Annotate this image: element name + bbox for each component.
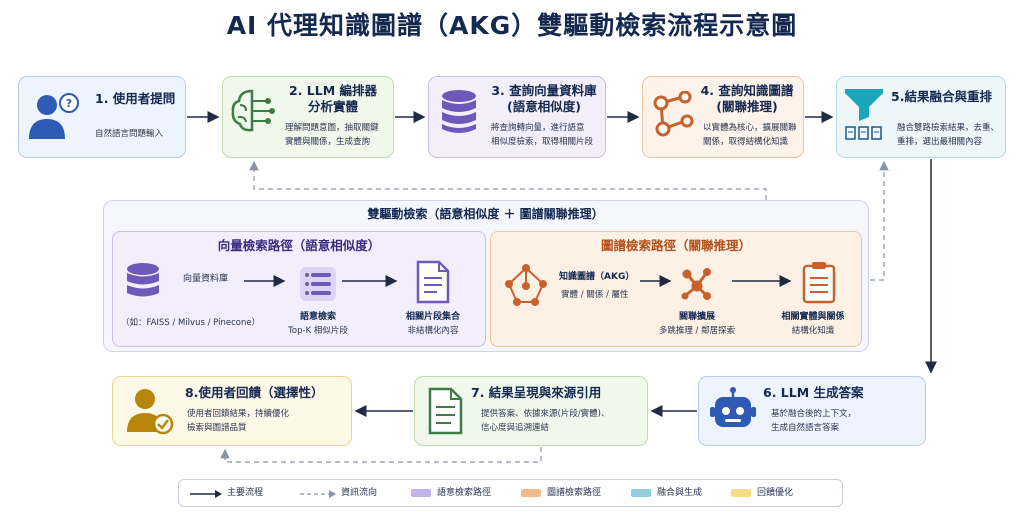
step3-title1: 3. 查詢向量資料庫 — [491, 83, 597, 98]
legend-purple-swatch — [411, 489, 431, 497]
legend-feedback: 回饋優化 — [757, 488, 794, 498]
graph-kg-desc: 實體 / 關係 / 屬性 — [561, 290, 629, 300]
vector-search-desc: Top-K 相似片段 — [288, 326, 348, 336]
graph-expand-desc: 多跳推理 / 鄰居探索 — [658, 326, 736, 336]
step2-title1: 2. LLM 編排器 — [288, 83, 378, 98]
step4-card: 4. 查詢知識圖譜 (關聯推理) 以實體為核心，擴展關聯 關係，取得結構化知識 — [642, 76, 804, 158]
vector-path-title: 向量檢索路徑（語意相似度） — [217, 238, 381, 253]
step4-title1: 4. 查詢知識圖譜 — [700, 83, 794, 98]
graph-path-panel: 圖譜檢索路徑（關聯推理） 知識圖譜（AKG） 實體 / 關係 / 屬性 關聯擴展… — [490, 231, 862, 347]
legend-orange-swatch — [521, 489, 541, 497]
graph-rel-desc: 結構化知識 — [791, 326, 835, 336]
step7-title: 7. 結果呈現與來源引用 — [471, 385, 602, 400]
document-icon — [428, 387, 463, 435]
step1-title: 1. 使用者提問 — [95, 91, 176, 106]
vector-db-label: 向量資料庫 — [183, 274, 229, 284]
database-icon — [127, 263, 159, 297]
graph-nodes-icon — [681, 268, 711, 300]
clipboard-icon — [802, 262, 836, 304]
step6-title: 6. LLM 生成答案 — [763, 385, 864, 400]
svg-text:?: ? — [66, 97, 72, 110]
database-icon — [442, 90, 476, 133]
vector-frag-desc: 非結構化內容 — [407, 326, 459, 336]
step3-card: 3. 查詢向量資料庫 (語意相似度) 將查詢轉向量，進行語意 相似度檢索，取得相… — [428, 76, 606, 158]
step5-card: 5.結果融合與重排 融合雙路檢索結果，去重、 重排，選出最相關內容 — [836, 76, 1006, 158]
step8-card: 8.使用者回饋（選擇性） 使用者回饋結果，持續優化 檢索與圖譜品質 — [112, 376, 352, 446]
step6-card: 6. LLM 生成答案 基於融合後的上下文， 生成自然語言答案 — [698, 376, 926, 446]
vector-search-title: 語意檢索 — [299, 312, 336, 322]
list-icon — [300, 267, 336, 301]
dual-retrieval-panel: 雙驅動檢索（語意相似度 ＋ 圖譜關聯推理） 向量檢索路徑（語意相似度） 向量資料… — [103, 200, 869, 352]
step5-title: 5.結果融合與重排 — [891, 89, 992, 104]
graph-expand-title: 關聯擴展 — [678, 312, 715, 322]
dashed-to-step2 — [249, 160, 767, 200]
step2-desc2: 實體與關係，生成查詢 — [285, 137, 371, 147]
step3-title2: (語意相似度) — [507, 99, 581, 114]
step6-desc2: 生成自然語言答案 — [771, 423, 840, 433]
step5-desc1: 融合雙路檢索結果，去重、 — [897, 123, 1000, 133]
step7-desc2: 信心度與追溯連結 — [481, 423, 550, 433]
step2-title2: 分析實體 — [307, 99, 358, 114]
vector-db-note: （如：FAISS / Milvus / Pinecone） — [121, 318, 261, 328]
step5-desc2: 重排，選出最相關內容 — [897, 137, 983, 147]
legend-yellow-swatch — [731, 489, 751, 497]
graph-path-title: 圖譜檢索路徑（關聯推理） — [600, 238, 751, 253]
graph-rel-title: 相關實體與關係 — [781, 312, 845, 322]
step8-desc2: 檢索與圖譜品質 — [187, 423, 247, 433]
step3-desc2: 相似度檢索，取得相關片段 — [491, 137, 594, 147]
legend: 主要流程 資訊流向 語意檢索路徑 圖譜檢索路徑 融合與生成 回饋優化 — [178, 479, 843, 507]
vector-frag-title: 相關片段集合 — [405, 312, 460, 322]
step6-desc1: 基於融合後的上下文， — [771, 409, 857, 419]
vector-path-panel: 向量檢索路徑（語意相似度） 向量資料庫 （如：FAISS / Milvus / … — [112, 231, 486, 347]
legend-solid-arrow — [190, 490, 222, 498]
step2-desc1: 理解問題意圖，抽取關鍵 — [285, 123, 379, 133]
user-check-icon — [127, 389, 174, 435]
legend-fusion: 融合與生成 — [657, 488, 703, 498]
document-icon — [416, 260, 450, 304]
robot-icon — [710, 387, 756, 427]
step2-card: 2. LLM 編排器 分析實體 理解問題意圖，抽取關鍵 實體與關係，生成查詢 — [222, 76, 394, 158]
graph-kg-title: 知識圖譜（AKG） — [559, 272, 635, 282]
user-question-icon: ? — [29, 93, 79, 139]
legend-data-flow: 資訊流向 — [341, 488, 378, 498]
step4-desc1: 以實體為核心，擴展關聯 — [703, 123, 797, 133]
step1-desc: 自然語言問題輸入 — [95, 129, 164, 139]
brain-circuit-icon — [231, 89, 275, 132]
step8-desc1: 使用者回饋結果，持續優化 — [187, 409, 290, 419]
step7-card: 7. 結果呈現與來源引用 提供答案、依據來源(片段/實體)、 信心度與追溯連結 — [414, 376, 648, 446]
legend-graph-path: 圖譜檢索路徑 — [547, 488, 602, 498]
step8-title: 8.使用者回饋（選擇性） — [185, 385, 324, 400]
step7-desc1: 提供答案、依據來源(片段/實體)、 — [481, 409, 610, 419]
dashed-to-step5 — [870, 160, 889, 281]
network-icon — [505, 264, 547, 306]
dual-title: 雙驅動檢索（語意相似度 ＋ 圖譜關聯推理） — [367, 207, 604, 221]
graph-nodes-icon — [653, 91, 694, 137]
step3-desc1: 將查詢轉向量，進行語意 — [491, 123, 585, 133]
legend-dashed-arrow — [300, 490, 336, 498]
legend-teal-swatch — [631, 489, 651, 497]
funnel-icon — [845, 89, 883, 140]
dashed-7-to-8 — [220, 447, 542, 463]
legend-main-flow: 主要流程 — [227, 488, 264, 498]
step1-card: ? 1. 使用者提問 自然語言問題輸入 — [18, 76, 186, 158]
step4-title2: (關聯推理) — [716, 99, 778, 114]
page-title: AI 代理知識圖譜（AKG）雙驅動檢索流程示意圖 — [226, 11, 798, 40]
step4-desc2: 關係，取得結構化知識 — [703, 137, 789, 147]
legend-semantic-path: 語意檢索路徑 — [437, 488, 492, 498]
